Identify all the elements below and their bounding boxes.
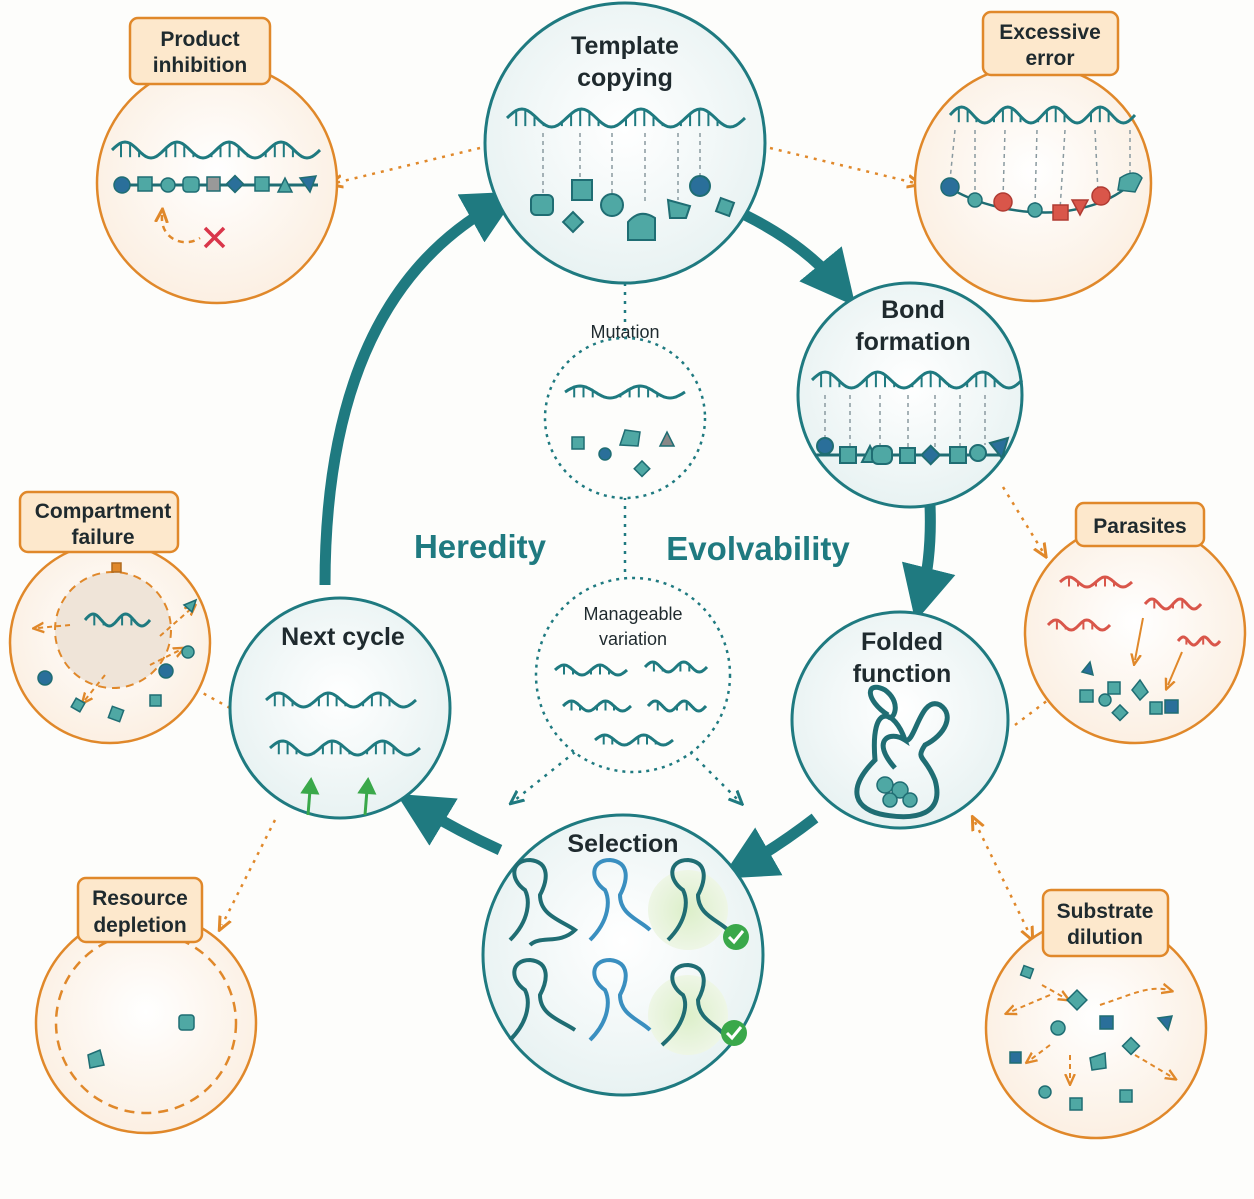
var-strand-1: [554, 663, 628, 677]
arrow-bond-to-folded: [901, 504, 956, 622]
error-strand: [948, 105, 1137, 125]
strand-backbone: [564, 384, 686, 400]
evolvability-label: Evolvability: [666, 530, 850, 567]
strand-backbone: [110, 140, 322, 160]
failure-resource-depletion: Resource depletion: [34, 876, 258, 1135]
mutation-label: Mutation: [590, 322, 659, 342]
heredity-label: Heredity: [414, 528, 547, 565]
mutation-strand: [564, 384, 686, 400]
check-icon: [721, 1020, 747, 1046]
substrate-label-line2: dilution: [1067, 926, 1143, 949]
green-up-arrows: [300, 776, 377, 816]
variation-line2: variation: [599, 629, 667, 649]
parasite-1: [1059, 575, 1133, 589]
strand-backbone: [948, 105, 1137, 125]
var-strand-4: [646, 699, 708, 713]
error-label-line2: error: [1025, 47, 1074, 70]
product-strand: [110, 140, 322, 160]
strand-backbone: [594, 733, 674, 747]
bond-monomers: [816, 436, 1010, 466]
resource-label-line2: depletion: [93, 914, 186, 937]
mutation-panel: Mutation: [543, 322, 707, 500]
next-cycle-label: Next cycle: [281, 623, 405, 651]
parasite-2: [1143, 597, 1203, 611]
failure-parasites: Parasites: [1023, 501, 1247, 745]
compartment-strand: [83, 612, 152, 628]
template-label-line2: copying: [577, 64, 673, 92]
strand-backbone: [269, 739, 421, 757]
product-label-line2: inhibition: [153, 54, 247, 77]
bond-strand: [810, 370, 1024, 390]
compartment-label-line1: Compartment: [35, 500, 172, 523]
stage-selection: Selection: [481, 813, 765, 1097]
strand-backbone: [265, 691, 417, 709]
parasites-label: Parasites: [1093, 515, 1186, 538]
parasite-4: [1176, 635, 1222, 647]
strand-backbone: [643, 660, 709, 674]
failure-product-inhibition: Product inhibition: [95, 16, 339, 305]
strand-backbone: [83, 612, 152, 628]
failure-compartment: Compartment failure: [8, 490, 212, 745]
check-icon: [723, 924, 749, 950]
failure-substrate-dilution: Substrate dilution: [984, 888, 1208, 1140]
bond-label-line1: Bond: [881, 296, 945, 324]
bond-label-line2: formation: [855, 328, 970, 356]
strand-backbone: [1176, 635, 1222, 647]
selection-label: Selection: [567, 830, 678, 858]
substrate-label-line1: Substrate: [1057, 900, 1154, 923]
template-label-line1: Template: [571, 32, 679, 60]
failure-connectors: [188, 146, 1049, 935]
cycle-arrows: [319, 191, 956, 879]
failure-excessive-error: Excessive error: [913, 10, 1153, 303]
parasite-3: [1046, 618, 1112, 632]
product-label-line1: Product: [160, 28, 239, 51]
next-strand-2: [269, 739, 421, 757]
arrow-selection-to-next: [396, 793, 503, 856]
next-strand-1: [265, 691, 417, 709]
error-label-line1: Excessive: [999, 21, 1101, 44]
arrow-next-to-template: [319, 191, 519, 586]
stage-template-copying: Template copying: [483, 1, 767, 285]
stage-bond-formation: Bond formation: [796, 281, 1024, 509]
variation-panel: Manageable variation: [534, 576, 732, 774]
template-monomers: [530, 175, 736, 241]
variation-connectors: [515, 283, 738, 800]
var-strand-3: [562, 699, 632, 713]
stage-folded-function: Folded function: [790, 610, 1010, 830]
var-strand-2: [643, 660, 709, 674]
compartment-label-line2: failure: [71, 526, 134, 549]
stage-next-cycle: Next cycle: [228, 596, 452, 820]
folded-label-line2: function: [853, 660, 952, 688]
cross-icon: [203, 226, 226, 249]
resource-label-line1: Resource: [92, 887, 188, 910]
strand-backbone: [810, 370, 1024, 390]
template-strand: [505, 107, 747, 129]
folded-label-line1: Folded: [861, 628, 943, 656]
strand-backbone: [1046, 618, 1112, 632]
arrow-folded-to-selection: [721, 813, 819, 879]
var-strand-5: [594, 733, 674, 747]
variation-line1: Manageable: [583, 604, 682, 624]
arrow-template-to-bond: [742, 210, 856, 307]
